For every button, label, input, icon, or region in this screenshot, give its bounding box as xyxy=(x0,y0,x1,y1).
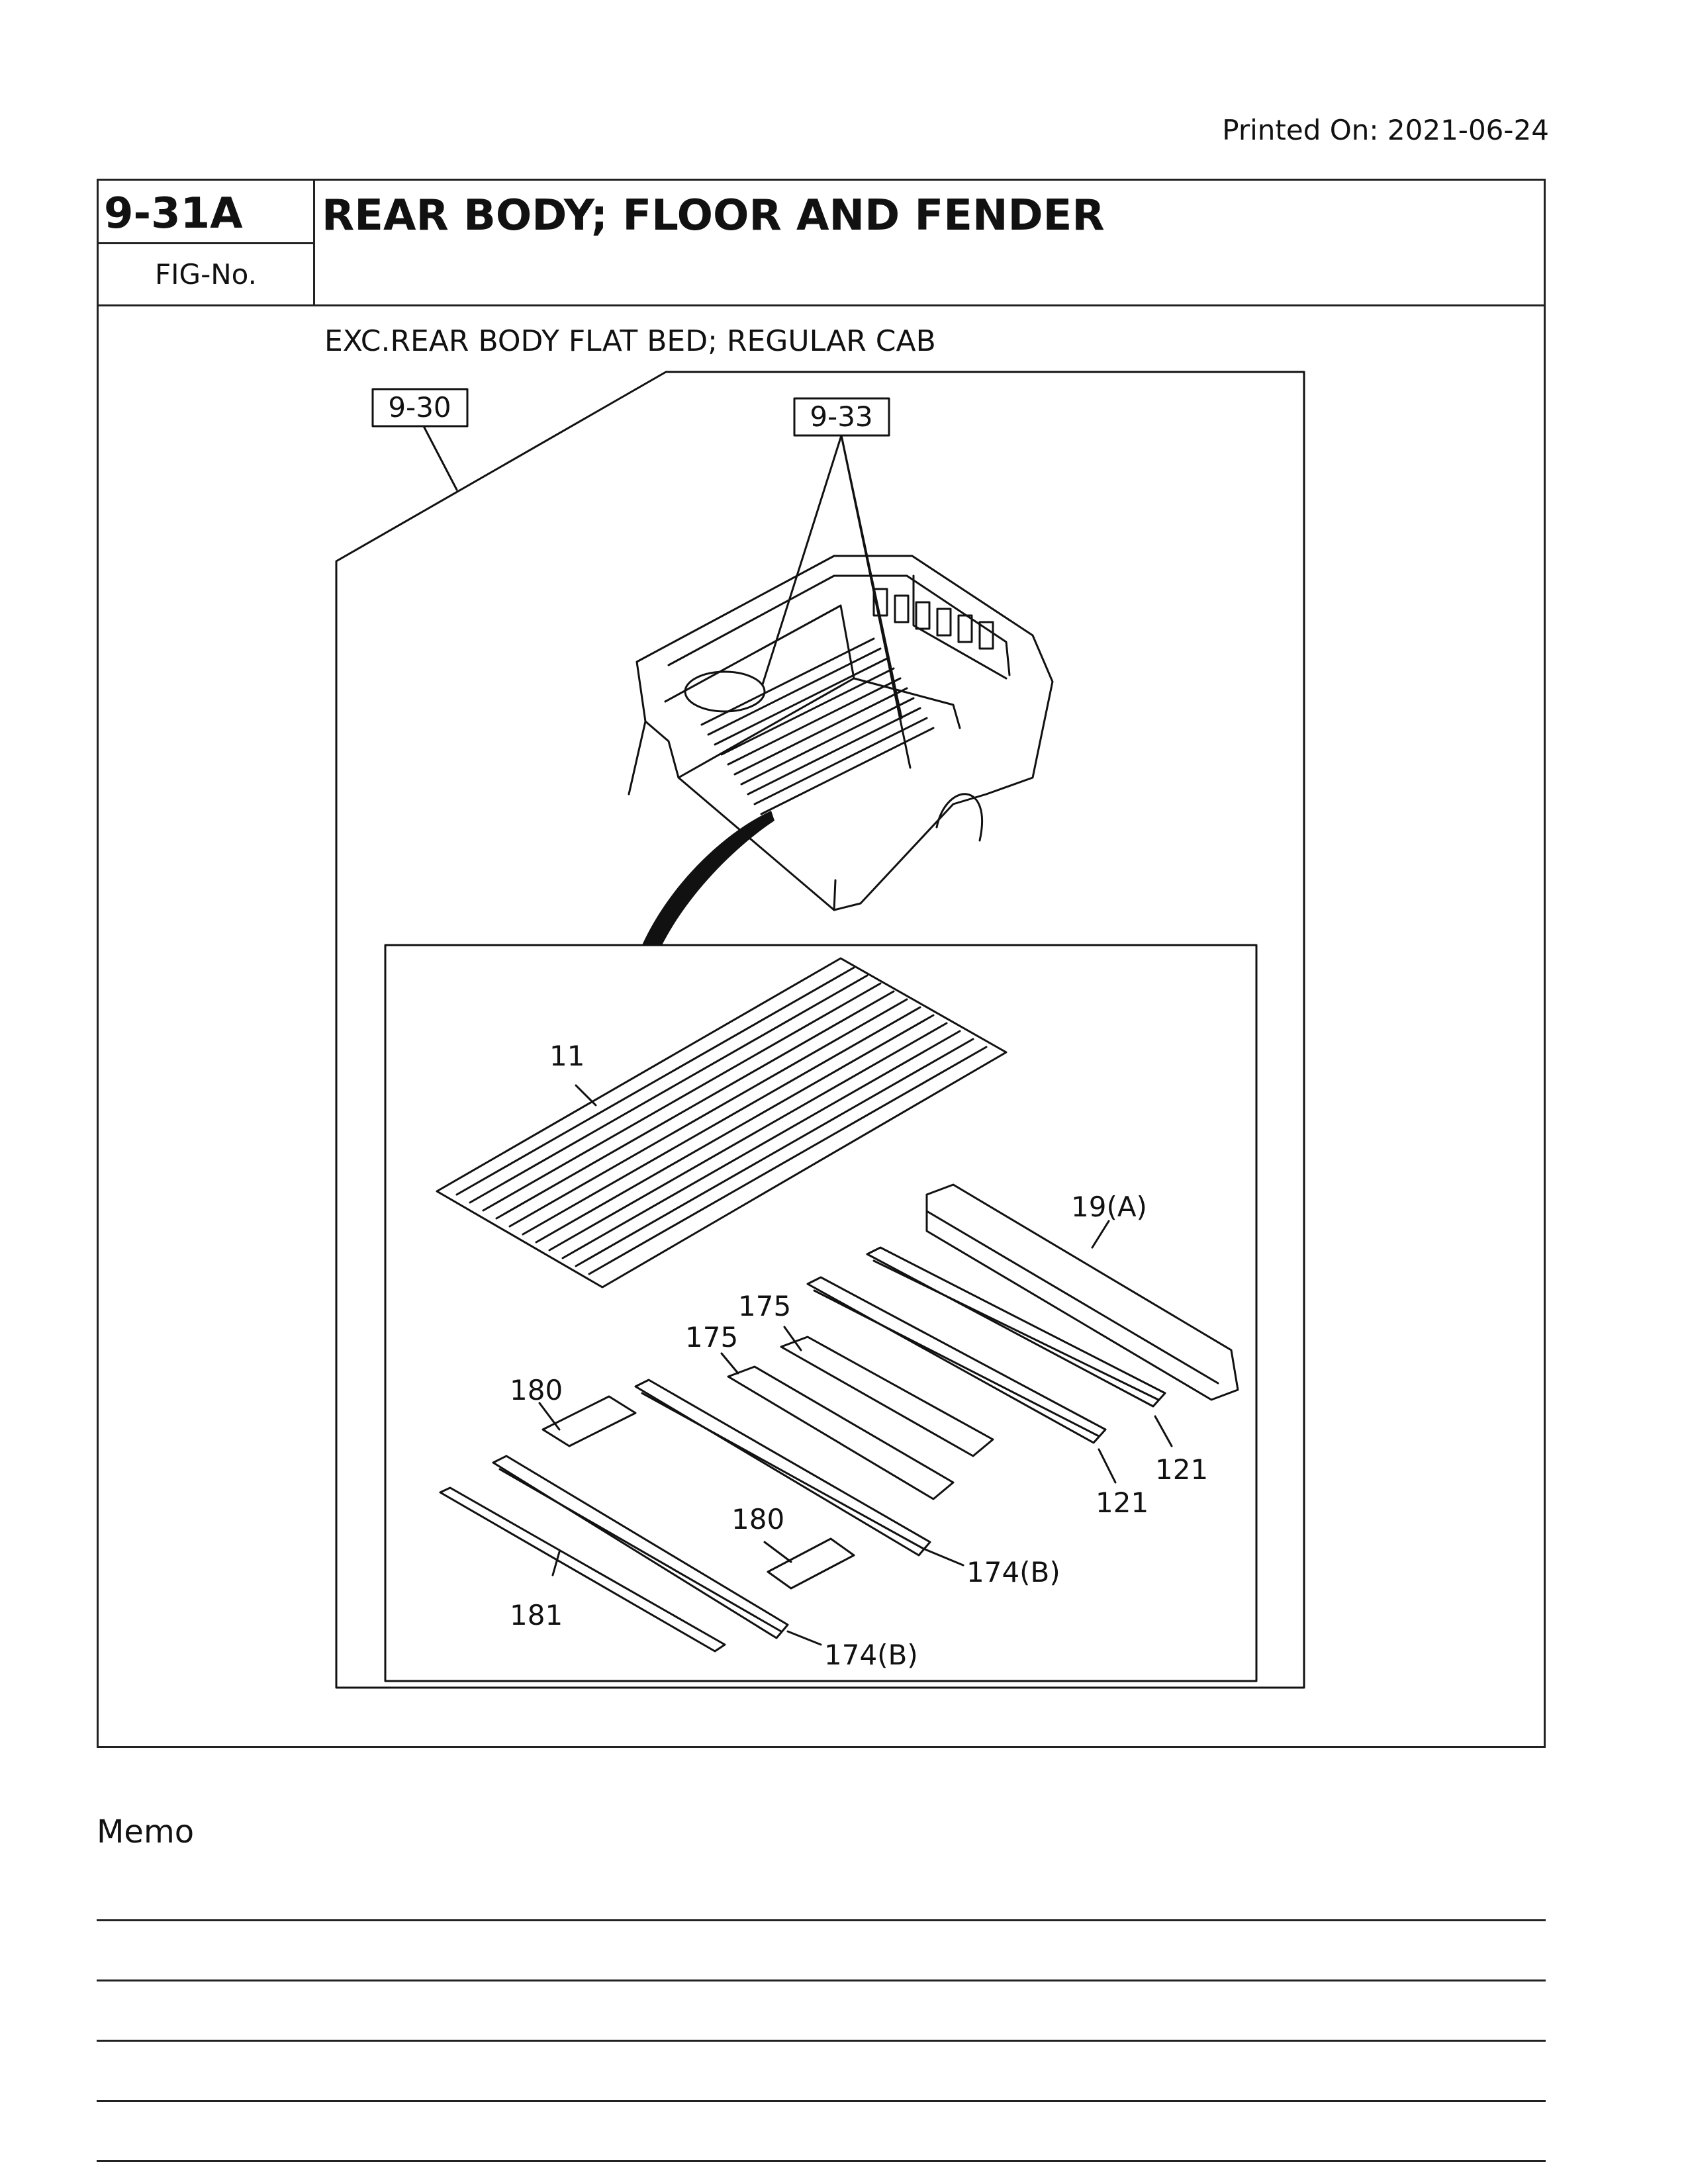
memo-line xyxy=(97,2160,1546,2162)
bracket-180-b xyxy=(767,1537,855,1590)
pickup-bed-illustration xyxy=(628,555,1054,911)
callout-121-b: 121 xyxy=(1096,1486,1149,1519)
crossmember-174b-a xyxy=(634,1379,931,1557)
callout-174b-a: 174(B) xyxy=(966,1556,1060,1588)
callout-19a: 19(A) xyxy=(1071,1191,1147,1223)
callout-174b-b: 174(B) xyxy=(824,1639,918,1671)
diagram-inner-frame xyxy=(384,944,1258,1682)
detail-arrow xyxy=(642,811,774,945)
printed-date: Printed On: 2021-06-24 xyxy=(1222,114,1549,146)
memo-label: Memo xyxy=(97,1813,195,1850)
callout-181: 181 xyxy=(510,1599,563,1631)
callout-180-b: 180 xyxy=(731,1503,784,1535)
memo-line xyxy=(97,2040,1546,2042)
figure-title-cell: REAR BODY; FLOOR AND FENDER xyxy=(315,181,1544,306)
bracket-180-a xyxy=(541,1395,637,1447)
sill-181 xyxy=(439,1486,726,1653)
memo-line xyxy=(97,1979,1546,1981)
callout-121-a: 121 xyxy=(1155,1453,1208,1486)
figure-frame: 9-31A FIG-No. REAR BODY; FLOOR AND FENDE… xyxy=(97,179,1546,1748)
crossmember-121-b xyxy=(806,1276,1107,1444)
callout-175-b: 175 xyxy=(685,1321,738,1353)
crossmember-175-a xyxy=(780,1336,994,1457)
callout-11: 11 xyxy=(549,1040,585,1072)
memo-line xyxy=(97,1919,1546,1921)
crossmember-121-a xyxy=(866,1246,1166,1408)
figure-subtitle: EXC.REAR BODY FLAT BED; REGULAR CAB xyxy=(324,324,936,358)
figure-number-cell: 9-31A FIG-No. xyxy=(99,181,315,306)
member-19a xyxy=(925,1183,1239,1401)
crossmember-175-b xyxy=(727,1365,955,1500)
figure-title: REAR BODY; FLOOR AND FENDER xyxy=(322,191,1105,240)
figure-number: 9-31A xyxy=(104,189,243,238)
ref-label-9-30: 9-30 xyxy=(388,391,451,424)
memo-line xyxy=(97,2100,1546,2102)
ref-label-9-33: 9-33 xyxy=(810,400,872,433)
crossmember-174b-b xyxy=(492,1455,789,1639)
callout-180-a: 180 xyxy=(510,1374,563,1406)
floor-panel xyxy=(436,957,1008,1289)
figure-number-label: FIG-No. xyxy=(155,258,257,291)
diagram-outer-frame xyxy=(335,371,1305,1689)
ref-box-9-30 xyxy=(371,388,469,428)
callout-175-a: 175 xyxy=(738,1290,791,1322)
